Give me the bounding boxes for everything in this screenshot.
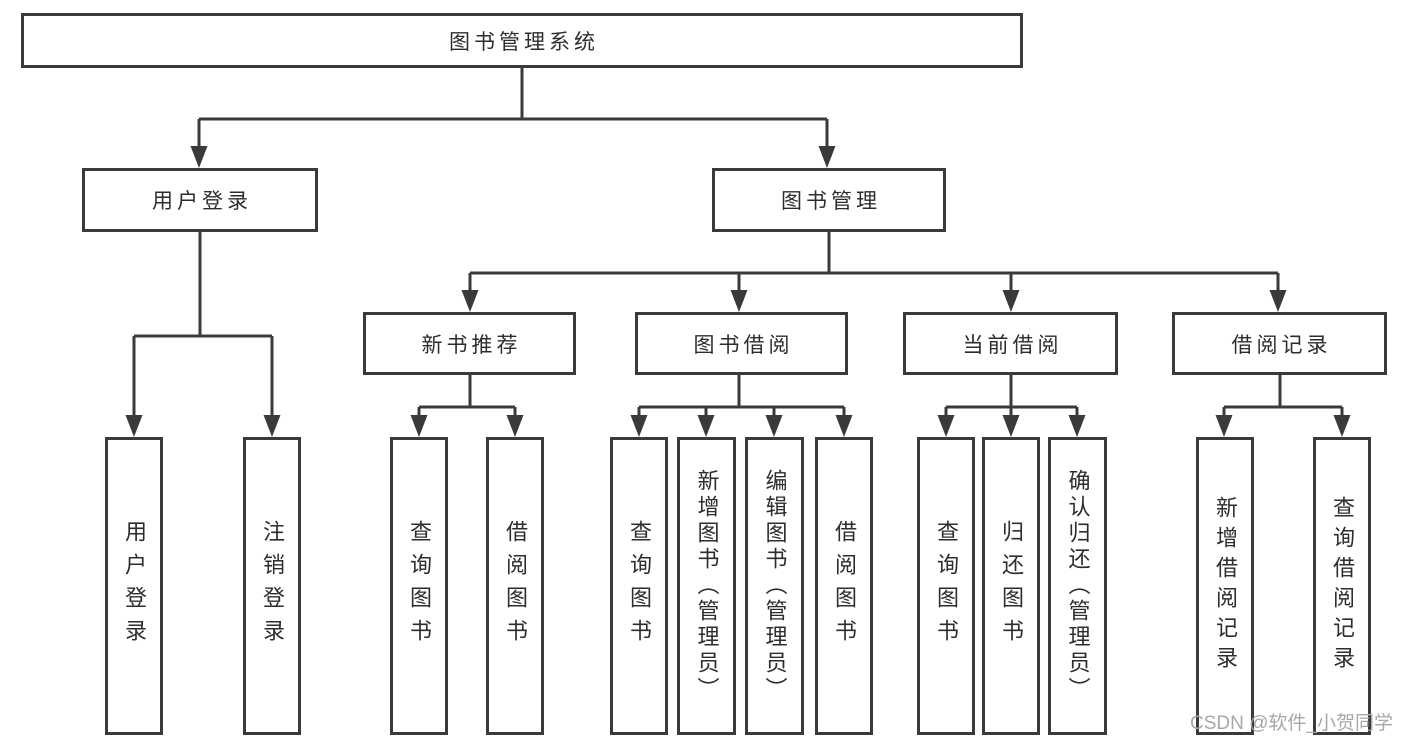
node-label: 确认归还（管理员） <box>1065 469 1091 703</box>
node-label: 注销登录 <box>260 520 285 652</box>
node-label: 图书借阅 <box>693 333 794 357</box>
node-library-system-root: 图书管理系统 <box>21 13 1023 68</box>
node-label: 查询图书 <box>407 520 432 652</box>
node-label: 查询图书 <box>934 520 959 652</box>
leaf-query-books-borrowing: 查询图书 <box>610 437 668 735</box>
node-label: 查询借阅记录 <box>1330 496 1355 676</box>
leaf-borrow-books-recommend: 借阅图书 <box>486 437 544 735</box>
node-label: 借阅图书 <box>503 520 528 652</box>
leaf-query-books-recommend: 查询图书 <box>390 437 448 735</box>
node-label: 借阅图书 <box>832 520 857 652</box>
node-current-borrowing: 当前借阅 <box>903 312 1118 375</box>
leaf-borrow-books-borrowing: 借阅图书 <box>815 437 873 735</box>
node-label: 查询图书 <box>627 520 652 652</box>
node-label: 新增借阅记录 <box>1213 496 1238 676</box>
node-label: 用户登录 <box>122 520 147 652</box>
leaf-logout-login: 注销登录 <box>243 437 301 735</box>
node-label: 图书管理 <box>781 190 881 213</box>
leaf-return-books: 归还图书 <box>982 437 1040 735</box>
node-label: 用户登录 <box>152 190 252 213</box>
node-label: 新书推荐 <box>421 333 522 357</box>
watermark-text: CSDN @软件_小贺同学 <box>1190 713 1393 734</box>
node-label: 归还图书 <box>999 520 1024 652</box>
node-new-book-recommend: 新书推荐 <box>363 312 576 375</box>
leaf-query-borrow-record: 查询借阅记录 <box>1313 437 1371 735</box>
leaf-query-books-current: 查询图书 <box>917 437 975 735</box>
leaf-add-borrow-record: 新增借阅记录 <box>1196 437 1254 735</box>
node-borrowing-records: 借阅记录 <box>1172 312 1387 375</box>
leaf-edit-books-admin: 编辑图书（管理员） <box>745 437 804 735</box>
node-label: 借阅记录 <box>1231 333 1332 357</box>
leaf-confirm-return-admin: 确认归还（管理员） <box>1048 437 1107 735</box>
node-book-borrowing: 图书借阅 <box>635 312 848 375</box>
arrowhead-icons <box>125 146 1351 437</box>
leaf-add-books-admin: 新增图书（管理员） <box>677 437 736 735</box>
node-label: 图书管理系统 <box>449 30 599 54</box>
node-book-management: 图书管理 <box>712 168 946 232</box>
node-label: 当前借阅 <box>962 333 1063 357</box>
leaf-user-login: 用户登录 <box>105 437 163 735</box>
node-label: 编辑图书（管理员） <box>762 469 788 703</box>
node-user-login: 用户登录 <box>82 168 318 232</box>
node-label: 新增图书（管理员） <box>694 469 720 703</box>
